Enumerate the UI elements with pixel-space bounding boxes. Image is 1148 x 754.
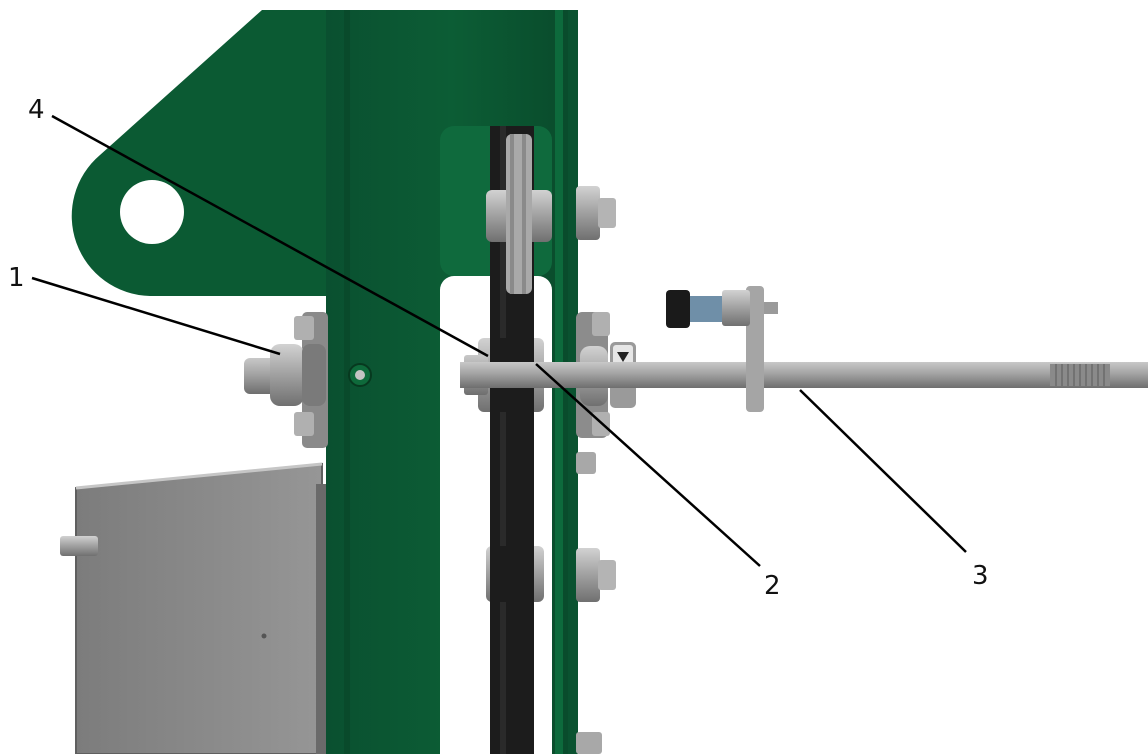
panel-bolt (60, 536, 98, 556)
leader-line-4 (51, 114, 489, 358)
frame-bracket (71, 10, 331, 296)
left-bearing-assembly (244, 312, 328, 448)
leader-line-3 (799, 389, 967, 553)
bracket-hole (120, 180, 184, 244)
column-bolt-head (348, 363, 372, 387)
adjusting-screw-body (686, 296, 726, 322)
upper-sprocket (486, 134, 552, 294)
lower-sprocket-hub (486, 546, 544, 602)
callout-labels: 1 2 3 4 (8, 95, 989, 601)
leader-line-2 (535, 363, 761, 567)
main-shaft (460, 362, 1148, 388)
column-bolts (576, 186, 616, 754)
leader-lines (31, 114, 967, 567)
cover-panel (60, 462, 326, 754)
adjusting-knob (666, 290, 690, 328)
callout-label-4: 4 (28, 95, 45, 125)
leader-line-1 (31, 276, 281, 356)
callout-label-2: 2 (764, 571, 781, 601)
callout-label-1: 1 (8, 263, 25, 293)
adjusting-bracket (666, 286, 778, 412)
callout-label-3: 3 (972, 561, 989, 591)
